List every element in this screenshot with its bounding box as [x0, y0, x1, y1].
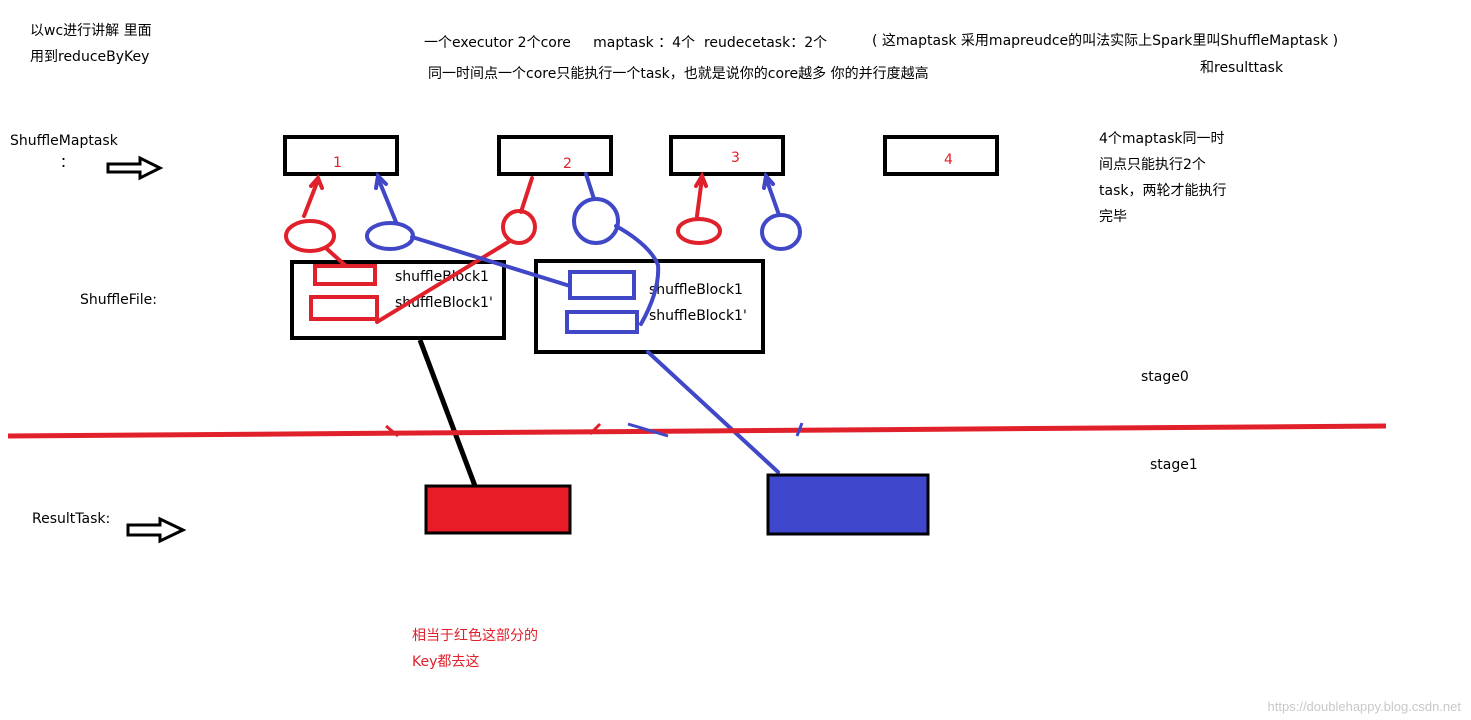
- red-partition-oval-2: [501, 209, 537, 245]
- stage1-label: stage1: [1150, 457, 1198, 473]
- blue-link-oval2-block: [614, 224, 661, 326]
- right-note-line2: 间点只能执行2个: [1099, 157, 1206, 173]
- black-link-file1-result: [417, 339, 478, 487]
- maptask-number-3: 3: [731, 150, 740, 166]
- blue-arrowhead-task3: [762, 171, 775, 190]
- blue-partition-oval-1: [365, 221, 415, 251]
- shuffle-block-blue-2: [565, 310, 639, 334]
- shuffle-block-label-1b: shuffleBlock1': [395, 295, 493, 311]
- blue-partition-oval-2: [572, 197, 620, 245]
- result-task-blue: [766, 473, 930, 536]
- shuffle-file-1: [290, 260, 506, 340]
- maptask-box-1: [283, 135, 399, 176]
- red-key-note-line1: 相当于红色这部分的: [412, 628, 538, 644]
- maptask-box-3: [669, 135, 785, 176]
- right-note-line3: task，两轮才能执行: [1099, 183, 1227, 199]
- intro-note-line1: 以wc进行讲解 里面: [30, 23, 152, 39]
- shuffle-file-label: ShuffleFile:: [80, 292, 157, 308]
- right-note-line4: 完毕: [1099, 209, 1127, 225]
- watermark: https://doublehappy.blog.csdn.net: [1267, 699, 1461, 714]
- boundary-tick-2: [588, 422, 602, 436]
- header-paren-note: ( 这maptask 采用mapreudce的叫法实际上Spark里叫Shuff…: [872, 33, 1339, 49]
- shuffle-block-label-2a: shuffleBlock1: [649, 282, 743, 298]
- result-task-label: ResultTask:: [32, 511, 111, 527]
- red-link-oval1-block: [325, 247, 348, 268]
- red-link-task1: [302, 178, 320, 218]
- red-arrowhead-task1: [309, 174, 324, 190]
- intro-note-line2: 用到reduceByKey: [30, 49, 150, 65]
- maptask-number-2: 2: [563, 156, 572, 172]
- maptask-arrow-icon: [106, 155, 164, 181]
- red-link-task3: [695, 176, 704, 218]
- boundary-tick-3: [627, 422, 669, 438]
- maptask-box-2: [497, 135, 613, 176]
- resulttask-arrow-icon: [126, 516, 187, 544]
- header-paren-note-cont: 和resulttask: [1200, 60, 1284, 76]
- shuffle-maptask-colon: ：: [60, 155, 74, 171]
- maptask-number-4: 4: [944, 152, 953, 168]
- stage0-label: stage0: [1141, 369, 1189, 385]
- red-partition-oval-1: [284, 219, 336, 253]
- shuffle-block-label-2b: shuffleBlock1': [649, 308, 747, 324]
- result-task-red: [424, 484, 572, 535]
- boundary-tick-4: [795, 422, 804, 437]
- stage-boundary-line: [7, 423, 1387, 439]
- header-line1: 一个executor 2个core maptask ：4个 reudecetas…: [424, 35, 828, 51]
- header-line2: 同一时间点一个core只能执行一个task，也就是说你的core越多 你的并行度…: [428, 66, 929, 82]
- blue-link-task3: [764, 176, 781, 217]
- red-arrowhead-task3: [694, 171, 708, 188]
- maptask-box-4: [883, 135, 999, 176]
- blue-partition-oval-3: [760, 213, 802, 251]
- blue-link-task1: [376, 176, 398, 224]
- red-link-task2: [519, 176, 534, 214]
- blue-arrowhead-task1: [374, 171, 388, 190]
- boundary-tick-1: [385, 424, 399, 438]
- shuffle-maptask-label: ShuffleMaptask: [10, 133, 118, 149]
- red-link-oval2-block: [375, 239, 512, 324]
- red-key-note-line2: Key都去这: [412, 654, 480, 670]
- shuffle-block-red-2: [309, 295, 379, 321]
- blue-link-task2: [584, 172, 596, 201]
- blue-link-oval1-block: [410, 235, 572, 288]
- maptask-number-1: 1: [333, 155, 342, 171]
- shuffle-block-label-1a: shuffleBlock1: [395, 269, 489, 285]
- right-note-line1: 4个maptask同一时: [1099, 131, 1225, 147]
- red-partition-oval-3: [676, 217, 722, 245]
- blue-link-file2-result: [646, 350, 780, 474]
